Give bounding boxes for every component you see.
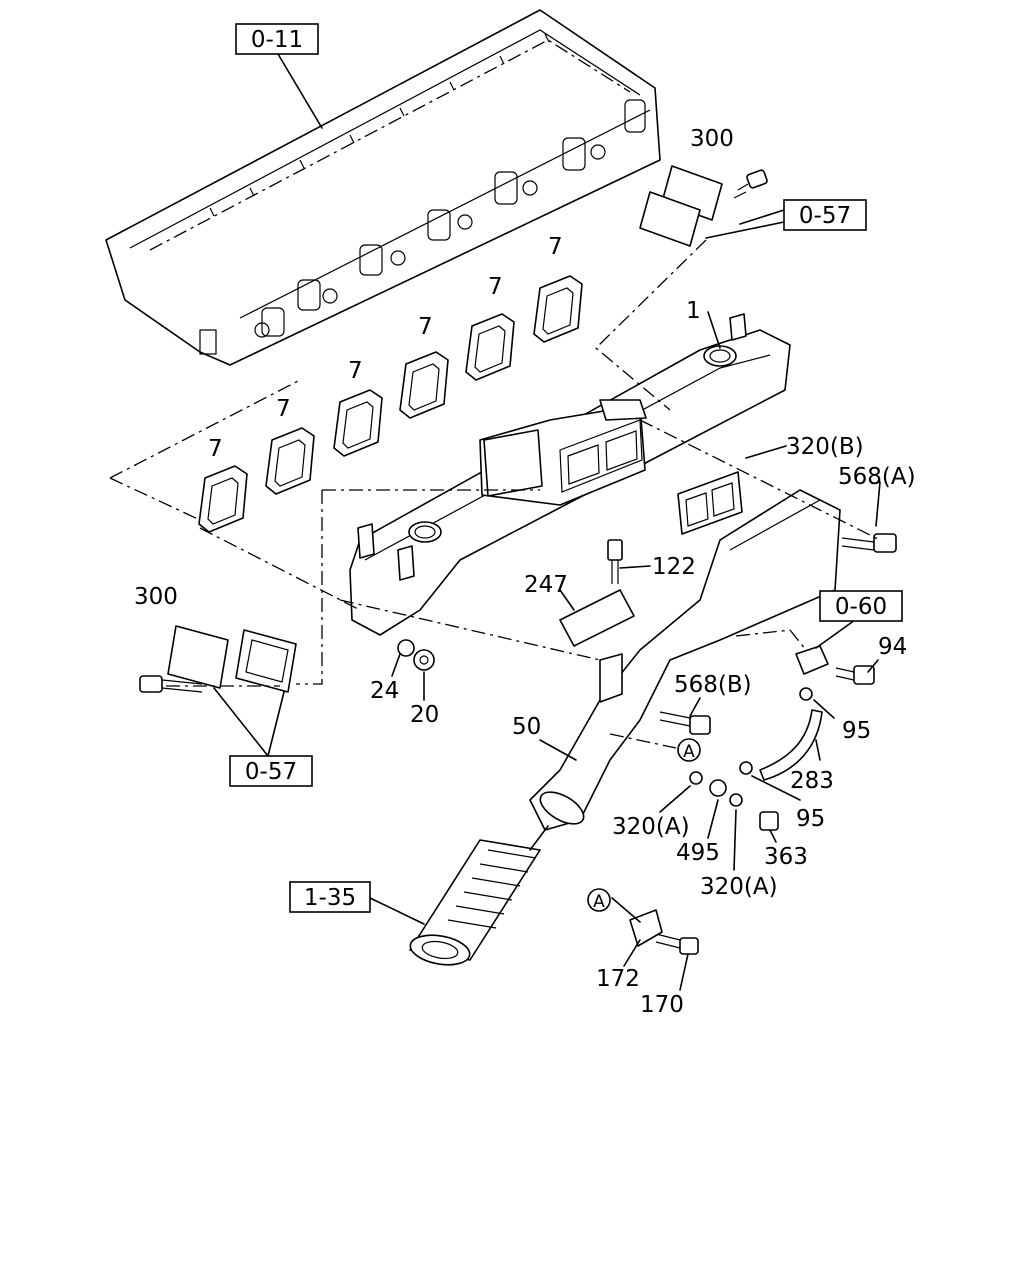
callout-7-e: 7 bbox=[488, 274, 503, 300]
callout-7-c: 7 bbox=[348, 358, 363, 384]
cylinder-head-drawing bbox=[105, 9, 661, 366]
leader-lines bbox=[109, 53, 881, 991]
callout-363: 363 bbox=[764, 844, 808, 870]
gasket-drawings bbox=[198, 275, 583, 533]
callout-172: 172 bbox=[596, 966, 640, 992]
ref-box-0-11[interactable]: 0-11 bbox=[235, 23, 319, 55]
callout-24: 24 bbox=[370, 678, 399, 704]
bellows-drawing bbox=[409, 839, 541, 966]
circle-marker-a-2-label: A bbox=[593, 892, 605, 912]
callout-300-top: 300 bbox=[690, 126, 734, 152]
callout-20: 20 bbox=[410, 702, 439, 728]
callout-300-left: 300 bbox=[134, 584, 178, 610]
callout-95-b: 95 bbox=[796, 806, 825, 832]
cover-plate-drawings bbox=[139, 165, 723, 693]
ref-box-0-57-top[interactable]: 0-57 bbox=[783, 199, 867, 231]
callout-568-b: 568(B) bbox=[674, 672, 752, 698]
callout-247: 247 bbox=[524, 572, 568, 598]
ref-label-0-11: 0-11 bbox=[251, 27, 303, 53]
ref-label-1-35: 1-35 bbox=[304, 885, 356, 911]
circle-marker-a-1-label: A bbox=[683, 742, 695, 762]
callout-283: 283 bbox=[790, 768, 834, 794]
ref-label-0-57-top: 0-57 bbox=[799, 203, 851, 229]
callout-495: 495 bbox=[676, 840, 720, 866]
callout-7-f: 7 bbox=[548, 234, 563, 260]
callout-568-a: 568(A) bbox=[838, 464, 916, 490]
callout-95-a: 95 bbox=[842, 718, 871, 744]
ref-label-0-60: 0-60 bbox=[835, 594, 887, 620]
callout-7-b: 7 bbox=[276, 396, 291, 422]
ref-box-0-60[interactable]: 0-60 bbox=[819, 590, 903, 622]
ref-box-0-57-bottom[interactable]: 0-57 bbox=[229, 755, 313, 787]
ref-box-1-35[interactable]: 1-35 bbox=[289, 881, 371, 913]
callout-7-d: 7 bbox=[418, 314, 433, 340]
pipe-drawing bbox=[529, 471, 841, 831]
callout-7-a: 7 bbox=[208, 436, 223, 462]
callout-320-b: 320(B) bbox=[786, 434, 864, 460]
part-callouts: 300 300 1 7 7 7 7 7 7 320(B) 568(A) 122 … bbox=[134, 126, 916, 1018]
ref-label-0-57-bottom: 0-57 bbox=[245, 759, 297, 785]
callout-94: 94 bbox=[878, 634, 907, 660]
callout-320-a-1: 320(A) bbox=[612, 814, 690, 840]
bolt-drawings bbox=[397, 169, 897, 955]
circle-marker-a-1: A bbox=[677, 738, 701, 762]
callout-122: 122 bbox=[652, 554, 696, 580]
callout-170: 170 bbox=[640, 992, 684, 1018]
circle-marker-a-2: A bbox=[587, 888, 611, 912]
callout-50: 50 bbox=[512, 714, 541, 740]
manifold-drawing bbox=[349, 313, 791, 636]
callout-320-a-2: 320(A) bbox=[700, 874, 778, 900]
callout-1: 1 bbox=[686, 298, 701, 324]
